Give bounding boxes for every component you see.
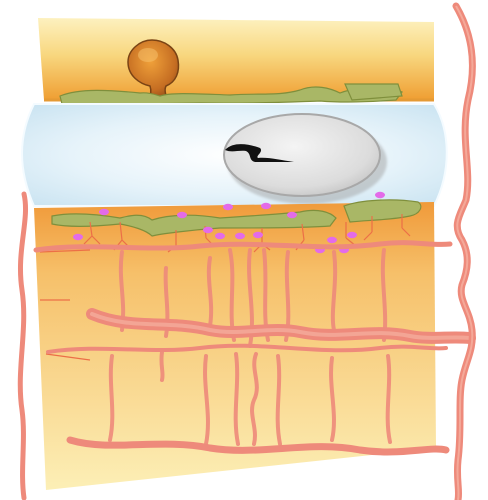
magenta-granule-icon [223, 204, 233, 210]
vessel [209, 258, 211, 326]
magenta-granule-icon [203, 227, 213, 233]
magenta-granule-icon [261, 203, 271, 209]
magenta-granule-icon [327, 237, 337, 243]
vessel [278, 356, 280, 444]
vessel [333, 252, 335, 330]
magenta-granule-icon [73, 234, 83, 240]
magenta-granule-icon [287, 212, 297, 218]
oval-nucleus-icon [224, 114, 380, 196]
vessel [383, 250, 385, 340]
right-outer-vessel [456, 6, 472, 500]
vessel [110, 356, 112, 440]
vessel [236, 354, 238, 444]
magenta-granule-icon [215, 233, 225, 239]
vessel [252, 354, 257, 444]
vessel [161, 352, 162, 380]
magenta-granule-icon [375, 192, 385, 198]
vessel [388, 356, 390, 442]
magenta-granule-icon [253, 232, 263, 238]
magenta-granule-icon [177, 212, 187, 218]
left-outer-vessel [20, 194, 25, 498]
magenta-granule-icon [347, 232, 357, 238]
magenta-granule-icon [99, 209, 109, 215]
magenta-granule-icon [235, 233, 245, 239]
